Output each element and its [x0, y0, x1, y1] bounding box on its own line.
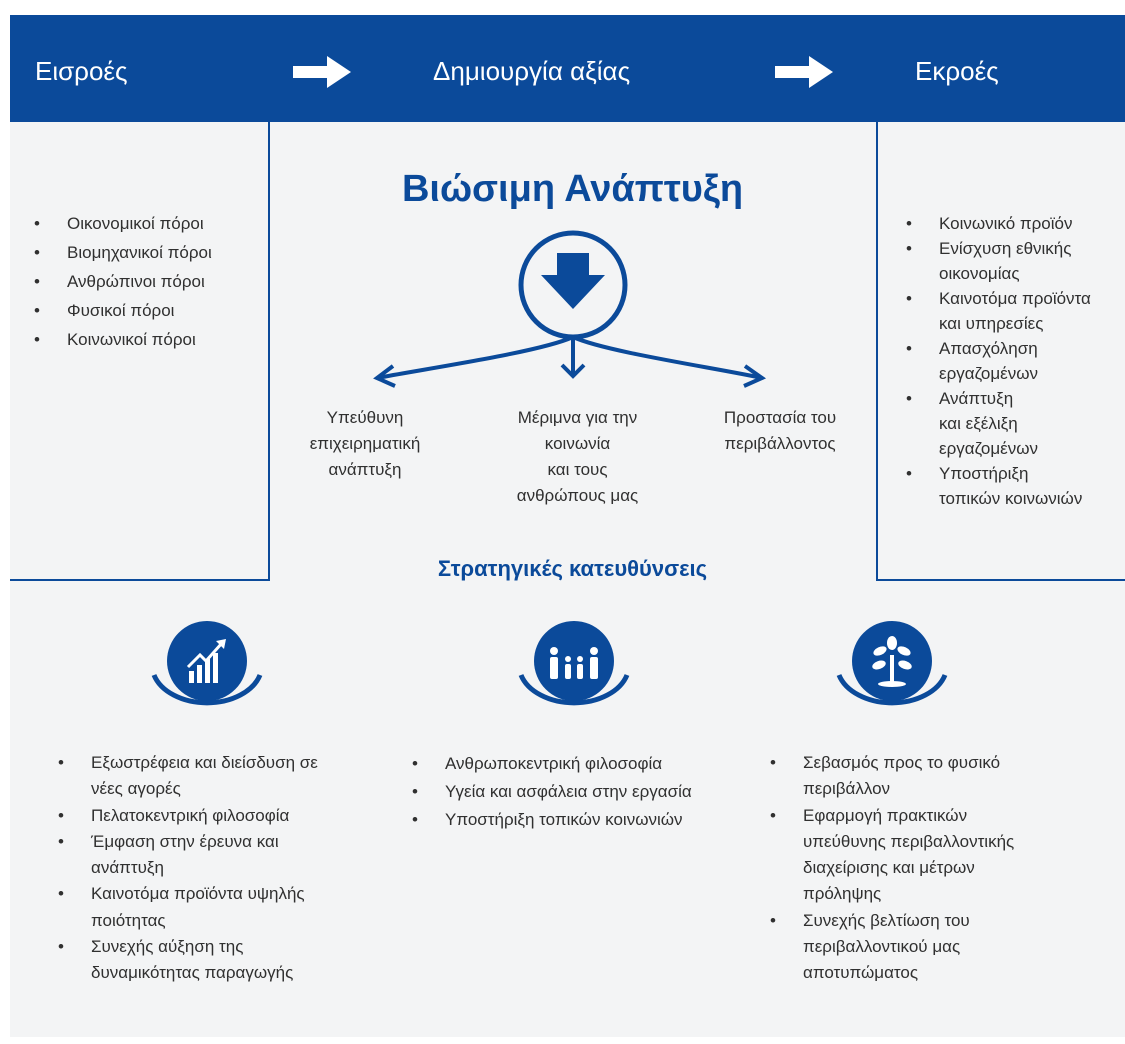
down-arrow-circle-icon — [518, 230, 628, 340]
left-column-bottom-border — [10, 579, 270, 581]
arrow-right-icon — [775, 56, 833, 88]
people-strategy-list: Ανθρωποκεντρική φιλοσοφία Υγεία και ασφά… — [412, 750, 692, 834]
header-bar — [10, 15, 1125, 122]
list-item: Οικονομικοί πόροι — [34, 209, 212, 238]
inputs-list: Οικονομικοί πόροι Βιομηχανικοί πόροι Ανθ… — [34, 209, 212, 354]
outputs-list: Κοινωνικό προϊόν Ενίσχυση εθνικήςοικονομ… — [906, 211, 1091, 511]
left-column-border — [268, 122, 270, 581]
value-creation-title: Δημιουργία αξίας — [433, 56, 631, 86]
list-item: Κοινωνικοί πόροι — [34, 325, 212, 354]
flow-arrows-diagram — [373, 230, 767, 388]
right-column-bottom-border — [876, 579, 1125, 581]
strategic-directions-title: Στρατηγικές κατευθύνσεις — [437, 556, 708, 581]
list-item: Υγεία και ασφάλεια στην εργασία — [412, 778, 692, 806]
list-item: Ανθρώπινοι πόροι — [34, 267, 212, 296]
growth-chart-icon — [151, 621, 263, 706]
list-item: Κοινωνικό προϊόν — [906, 211, 1091, 236]
list-item: Φυσικοί πόροι — [34, 296, 212, 325]
right-column-border — [876, 122, 878, 581]
list-item: Πελατοκεντρική φιλοσοφία — [58, 803, 318, 830]
inputs-title: Εισροές — [35, 56, 128, 86]
list-item: Ανθρωποκεντρική φιλοσοφία — [412, 750, 692, 778]
tree-icon — [836, 621, 948, 706]
list-item: Βιομηχανικοί πόροι — [34, 238, 212, 267]
arrow-right-icon — [293, 56, 351, 88]
people-group-icon — [518, 621, 630, 706]
outputs-title: Εκροές — [915, 56, 999, 86]
list-item: Υποστήριξη τοπικών κοινωνιών — [412, 806, 692, 834]
sustainable-development-title: Βιώσιμη Ανάπτυξη — [401, 168, 744, 210]
